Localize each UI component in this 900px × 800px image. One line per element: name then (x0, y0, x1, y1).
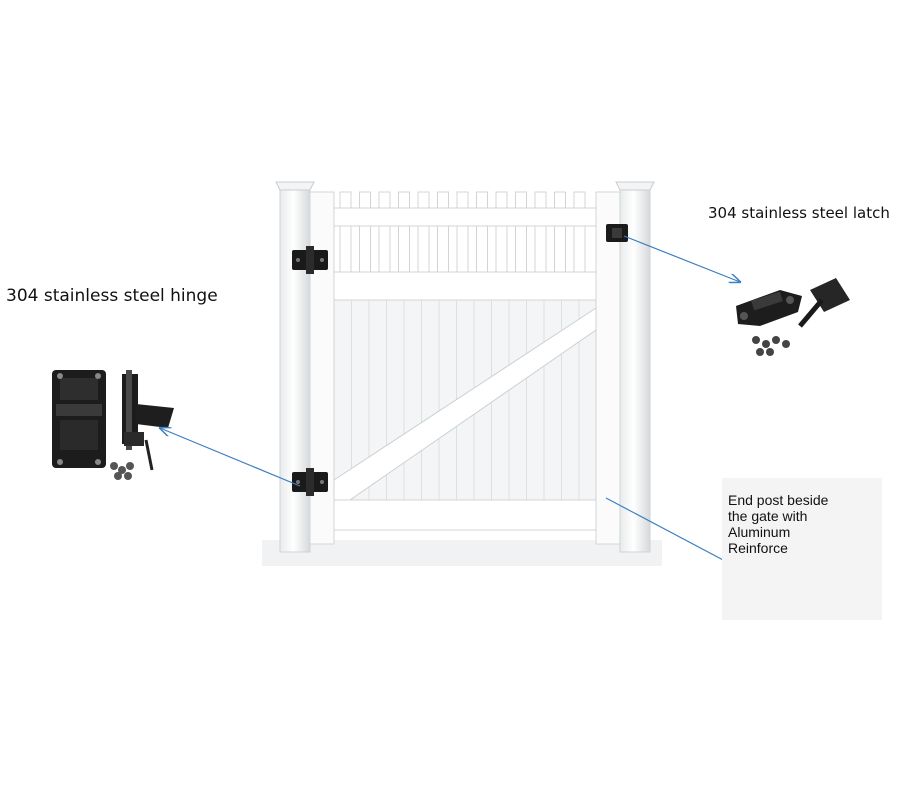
gate-mid-rail (333, 271, 597, 301)
gate-diagonal-brace (333, 307, 597, 501)
gate-bottom-rail (333, 499, 597, 531)
latch-icon (736, 278, 850, 356)
hinge-arrow (160, 428, 301, 487)
left-post (275, 181, 335, 553)
gate-top-rail (333, 207, 597, 227)
hinge-upper (292, 246, 328, 274)
picket (573, 191, 586, 275)
latch-callout-label: 304 stainless steel latch (708, 204, 890, 222)
picket (398, 191, 410, 275)
picket (437, 191, 449, 275)
picket (534, 191, 547, 275)
latch-arrow (623, 235, 740, 282)
picket (359, 191, 371, 275)
gate-pickets (339, 191, 586, 275)
picket (495, 191, 508, 275)
picket (476, 191, 488, 275)
hinge-icon (52, 370, 174, 480)
picket (456, 191, 469, 275)
picket (417, 191, 430, 275)
post-arrow (605, 497, 742, 570)
hinge-lower (292, 468, 328, 496)
picket (339, 191, 352, 275)
latch-on-gate (606, 224, 628, 242)
hinge-callout-label: 304 stainless steel hinge (6, 286, 218, 306)
right-post (595, 181, 655, 553)
post-callout-label: End post beside the gate with Aluminum R… (728, 492, 829, 556)
post-callout-panel: End post beside the gate with Aluminum R… (722, 478, 882, 620)
picket (554, 191, 566, 275)
picket (378, 191, 391, 275)
picket (515, 191, 527, 275)
